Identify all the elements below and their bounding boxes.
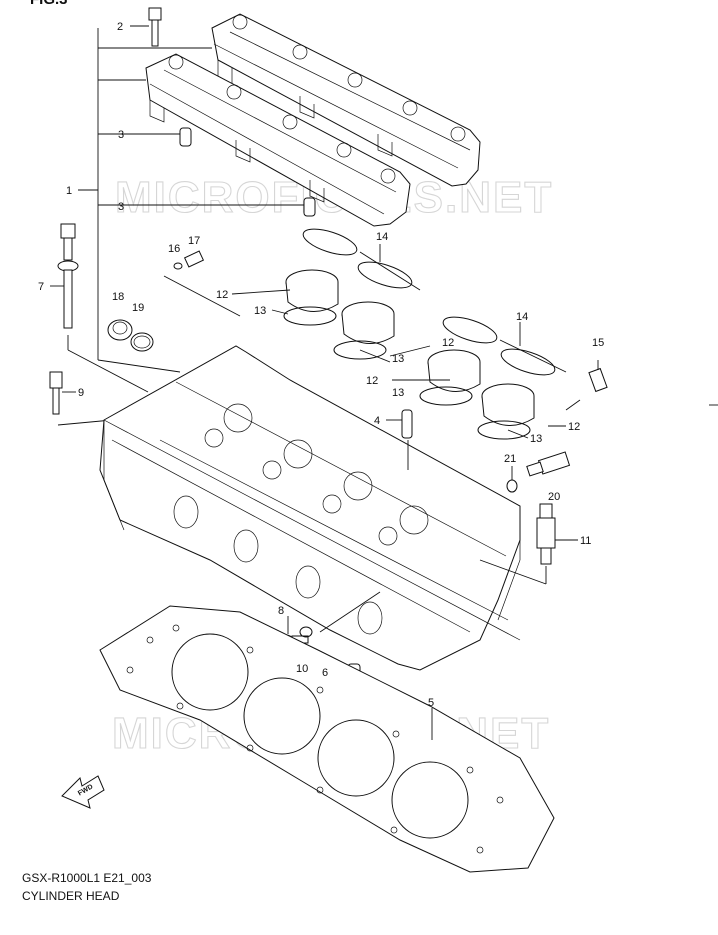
callout-5: 5 <box>428 697 434 709</box>
bolt-7 <box>50 223 149 393</box>
intake-pipes-12 <box>283 269 535 440</box>
callout-13b: 13 <box>392 353 404 365</box>
callout-3b: 3 <box>118 201 124 213</box>
callout-18: 18 <box>112 291 124 303</box>
callout-21: 21 <box>504 453 516 465</box>
camshaft-housing <box>145 13 481 227</box>
plug-18-oring-19 <box>107 319 154 352</box>
sensor-20-washer-21 <box>506 451 571 493</box>
callout-17: 17 <box>188 235 200 247</box>
screw-15 <box>588 360 608 393</box>
callout-12a: 12 <box>216 289 228 301</box>
callout-12d: 12 <box>568 421 580 433</box>
callout-14a: 14 <box>376 231 388 243</box>
callout-4: 4 <box>374 415 380 427</box>
callout-13d: 13 <box>530 433 542 445</box>
callout-6: 6 <box>322 667 328 679</box>
callout-9: 9 <box>78 387 84 399</box>
callout-16: 16 <box>168 243 180 255</box>
figure-label: FIG.3 <box>30 0 68 8</box>
callout-1: 1 <box>66 185 72 197</box>
callout-bracket-1 <box>78 28 304 373</box>
leader-lines <box>231 244 581 439</box>
bolt-2 <box>130 7 162 47</box>
fwd-arrow-icon: FWD <box>61 775 105 809</box>
diagram-title: CYLINDER HEAD <box>22 889 120 903</box>
callout-12b: 12 <box>442 337 454 349</box>
callout-13a: 13 <box>254 305 266 317</box>
cylinder-head <box>99 345 521 671</box>
callout-19: 19 <box>132 302 144 314</box>
spark-plug-11 <box>479 503 578 585</box>
callout-20: 20 <box>548 491 560 503</box>
callout-10: 10 <box>296 663 308 675</box>
callout-11: 11 <box>580 535 591 547</box>
part-4-pin <box>386 409 413 470</box>
callout-13c: 13 <box>392 387 404 399</box>
callout-7: 7 <box>38 281 44 293</box>
bolt-9 <box>49 371 113 426</box>
diagram-code: GSX-R1000L1 E21_003 <box>22 871 152 885</box>
callout-15: 15 <box>592 337 604 349</box>
callout-14b: 14 <box>516 311 528 323</box>
head-gasket-5 <box>99 605 555 873</box>
callout-3a: 3 <box>118 129 124 141</box>
callout-2: 2 <box>117 21 123 33</box>
intake-rings-14 <box>302 228 567 376</box>
fitting-16-17 <box>163 250 241 317</box>
callout-12c: 12 <box>366 375 378 387</box>
callout-8: 8 <box>278 605 284 617</box>
callout-numbers: 2 3 3 1 14 16 17 7 12 18 19 13 14 15 12 … <box>38 21 604 709</box>
